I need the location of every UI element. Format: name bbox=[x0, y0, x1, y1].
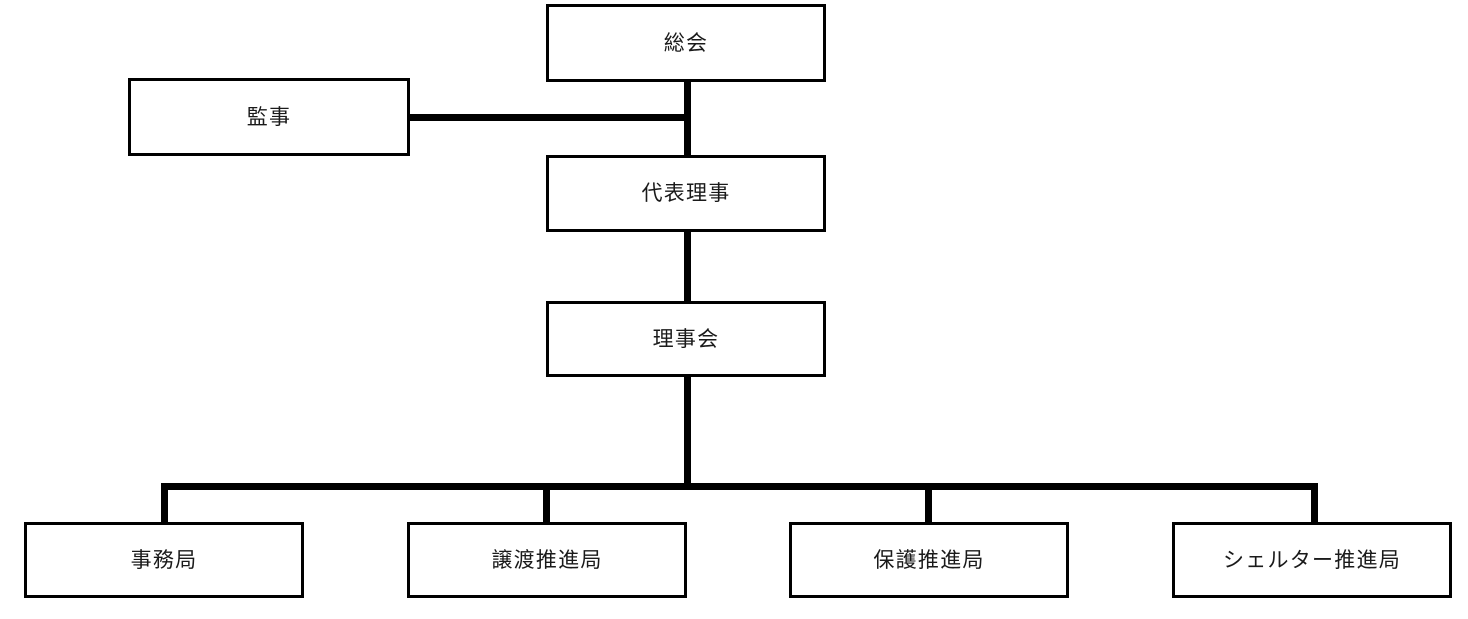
node-auditor-label: 監事 bbox=[246, 105, 292, 129]
node-shelter-bureau-label: シェルター推進局 bbox=[1222, 548, 1402, 572]
node-protection-bureau: 保護推進局 bbox=[789, 522, 1069, 598]
connector-board-to-distribution-bar bbox=[684, 374, 691, 489]
node-general-assembly: 総会 bbox=[546, 4, 826, 82]
node-representative-director-label: 代表理事 bbox=[641, 182, 731, 205]
node-board-of-directors-label: 理事会 bbox=[652, 327, 720, 351]
connector-drop-to-transfer-bureau bbox=[543, 483, 550, 525]
node-protection-bureau-label: 保護推進局 bbox=[873, 548, 985, 572]
connector-drop-to-secretariat bbox=[161, 483, 168, 525]
node-auditor: 監事 bbox=[128, 78, 410, 156]
connector-auditor-to-trunk bbox=[407, 114, 691, 121]
node-shelter-bureau: シェルター推進局 bbox=[1172, 522, 1452, 598]
node-general-assembly-label: 総会 bbox=[663, 31, 709, 55]
node-secretariat: 事務局 bbox=[24, 522, 304, 598]
connector-drop-to-protection-bureau bbox=[925, 483, 932, 525]
connector-representative-to-board bbox=[684, 229, 691, 304]
connector-distribution-bar bbox=[161, 483, 1318, 490]
node-transfer-bureau-label: 譲渡推進局 bbox=[491, 548, 603, 572]
node-board-of-directors: 理事会 bbox=[546, 301, 826, 377]
node-representative-director: 代表理事 bbox=[546, 155, 826, 232]
node-secretariat-label: 事務局 bbox=[130, 548, 198, 572]
node-transfer-bureau: 譲渡推進局 bbox=[407, 522, 687, 598]
connector-drop-to-shelter-bureau bbox=[1311, 483, 1318, 525]
